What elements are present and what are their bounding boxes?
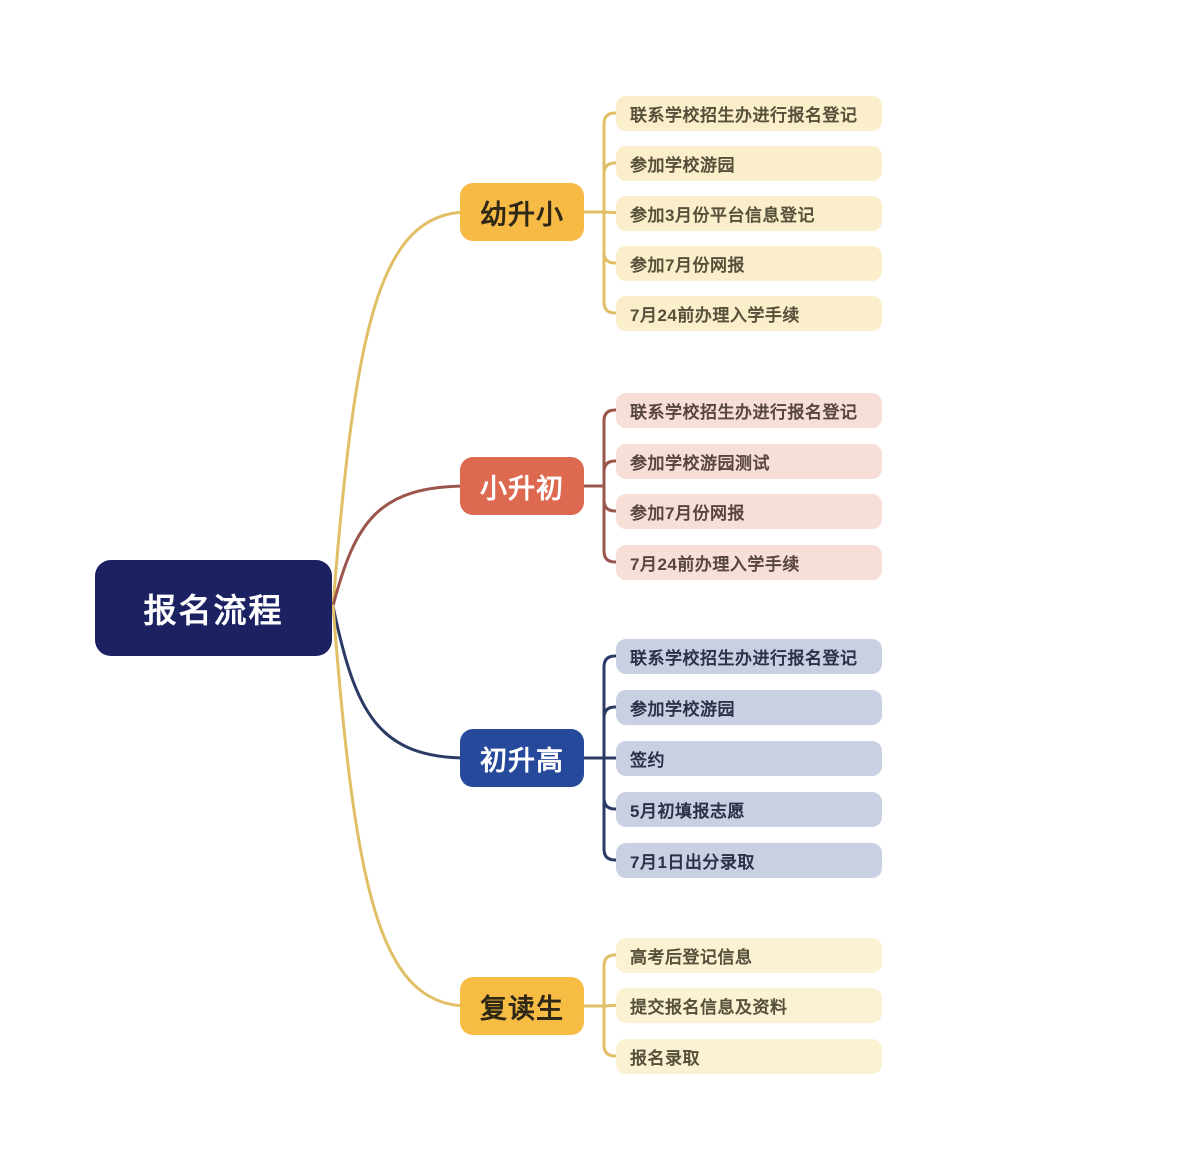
branch-node-0[interactable]: 幼升小: [460, 183, 584, 241]
child-node-3-2[interactable]: 报名录取: [616, 1038, 882, 1074]
child-node-2-3[interactable]: 5月初填报志愿: [616, 791, 882, 827]
child-node-1-3[interactable]: 7月24前办理入学手续: [616, 544, 882, 580]
child-node-label: 高考后登记信息: [630, 947, 753, 967]
child-node-label: 联系学校招生办进行报名登记: [630, 402, 858, 422]
child-node-1-1[interactable]: 参加学校游园测试: [616, 443, 882, 479]
child-node-0-3[interactable]: 参加7月份网报: [616, 245, 882, 281]
root-node[interactable]: 报名流程: [95, 560, 332, 656]
child-node-3-1[interactable]: 提交报名信息及资料: [616, 987, 882, 1023]
branch-node-label: 复读生: [480, 993, 564, 1024]
child-node-label: 联系学校招生办进行报名登记: [630, 105, 858, 125]
child-node-label: 7月24前办理入学手续: [630, 305, 800, 325]
branch-node-label: 小升初: [480, 473, 564, 504]
child-node-label: 参加7月份网报: [630, 255, 745, 275]
child-node-label: 参加学校游园测试: [630, 453, 770, 473]
child-node-label: 7月1日出分录取: [630, 852, 755, 872]
child-node-label: 联系学校招生办进行报名登记: [630, 648, 858, 668]
child-node-2-1[interactable]: 参加学校游园: [616, 689, 882, 725]
child-node-label: 报名录取: [630, 1048, 700, 1068]
child-node-0-2[interactable]: 参加3月份平台信息登记: [616, 195, 882, 231]
child-node-0-4[interactable]: 7月24前办理入学手续: [616, 295, 882, 331]
child-node-0-1[interactable]: 参加学校游园: [616, 145, 882, 181]
child-node-1-0[interactable]: 联系学校招生办进行报名登记: [616, 392, 882, 428]
child-node-label: 参加7月份网报: [630, 503, 745, 523]
child-node-2-4[interactable]: 7月1日出分录取: [616, 842, 882, 878]
child-node-label: 5月初填报志愿: [630, 801, 745, 821]
child-node-0-0[interactable]: 联系学校招生办进行报名登记: [616, 95, 882, 131]
branch-node-label: 初升高: [480, 745, 564, 776]
child-node-label: 签约: [630, 750, 665, 770]
child-node-3-0[interactable]: 高考后登记信息: [616, 937, 882, 973]
child-node-1-2[interactable]: 参加7月份网报: [616, 493, 882, 529]
branch-node-2[interactable]: 初升高: [460, 729, 584, 787]
branch-node-label: 幼升小: [480, 199, 564, 230]
child-node-label: 提交报名信息及资料: [630, 997, 788, 1017]
child-node-label: 参加3月份平台信息登记: [630, 205, 815, 225]
root-node-label: 报名流程: [143, 592, 284, 629]
child-node-label: 参加学校游园: [630, 155, 735, 175]
child-node-2-2[interactable]: 签约: [616, 740, 882, 776]
branch-node-1[interactable]: 小升初: [460, 457, 584, 515]
child-node-2-0[interactable]: 联系学校招生办进行报名登记: [616, 638, 882, 674]
child-node-label: 7月24前办理入学手续: [630, 554, 800, 574]
child-node-label: 参加学校游园: [630, 699, 735, 719]
branch-node-3[interactable]: 复读生: [460, 977, 584, 1035]
